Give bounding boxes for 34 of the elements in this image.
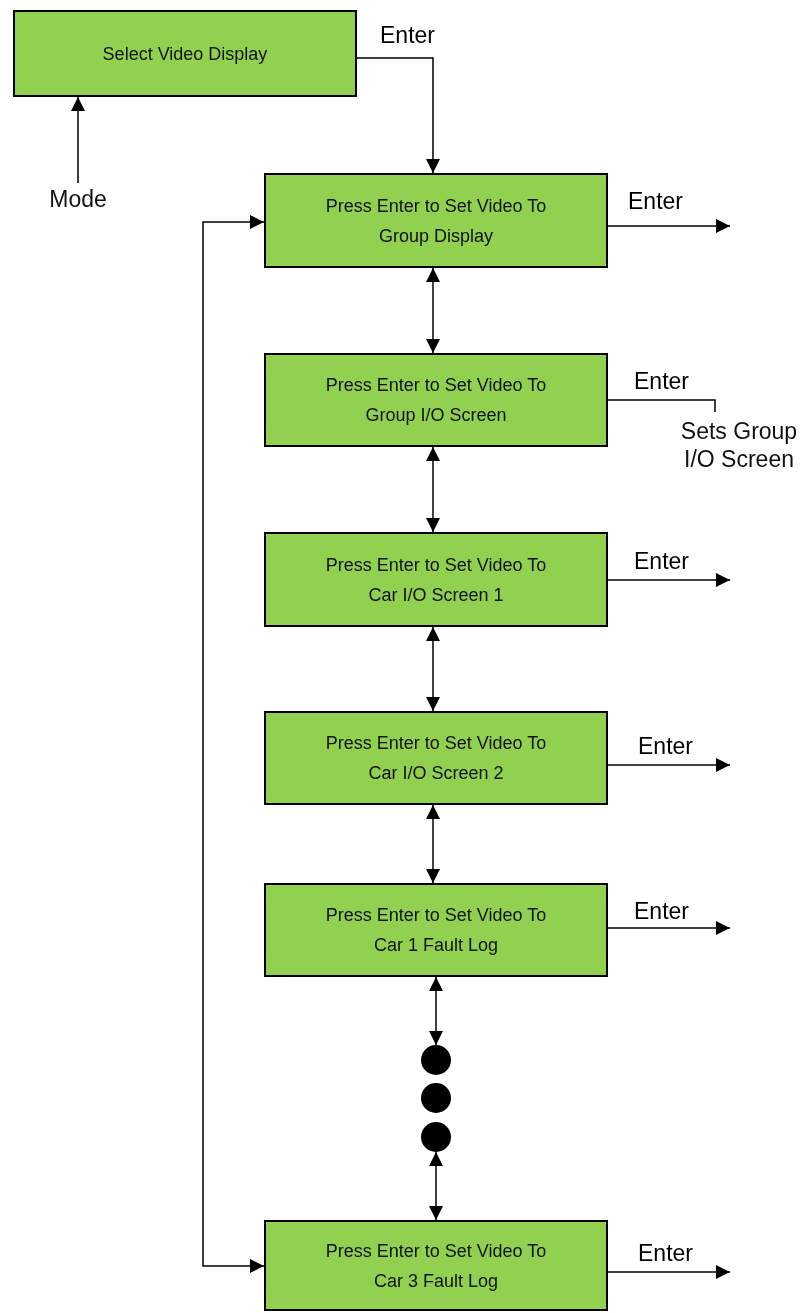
arrow (607, 921, 731, 935)
arrow (426, 804, 440, 884)
arrow (607, 219, 731, 233)
ellipsis-dot (421, 1045, 451, 1075)
arrow (426, 267, 440, 354)
ellipsis-dot (421, 1083, 451, 1113)
ellipsis-dot (421, 1122, 451, 1152)
connector-line (607, 399, 716, 413)
arrow (429, 1151, 443, 1221)
process-box (264, 1220, 608, 1311)
box-text: Press Enter to Set Video To Car 3 Fault Log (324, 1239, 548, 1293)
arrow (607, 573, 731, 587)
text-label: Mode (38, 183, 118, 215)
box-text: Press Enter to Set Video To Group Display (324, 194, 548, 248)
arrow (607, 758, 731, 772)
process-box (264, 173, 608, 268)
process-box (264, 353, 608, 447)
process-box (264, 711, 608, 805)
arrow (426, 446, 440, 533)
process-box (264, 532, 608, 627)
box-text: Press Enter to Set Video To Group I/O Screen (324, 374, 548, 427)
arrow (202, 215, 265, 1273)
arrow (426, 626, 440, 712)
arrow (356, 57, 440, 174)
arrow (607, 1265, 731, 1279)
arrow (71, 96, 85, 184)
box-text: Press Enter to Set Video To Car 1 Fault Log (324, 904, 548, 957)
text-label: Sets Group I/O Screen (666, 412, 812, 478)
arrow (429, 976, 443, 1046)
box-text: Press Enter to Set Video To Car I/O Screen 1 (324, 553, 548, 607)
box-text: Select Video Display (101, 42, 269, 66)
box-text: Press Enter to Set Video To Car I/O Screen 2 (324, 732, 548, 785)
process-box (264, 883, 608, 977)
process-box (13, 10, 357, 97)
